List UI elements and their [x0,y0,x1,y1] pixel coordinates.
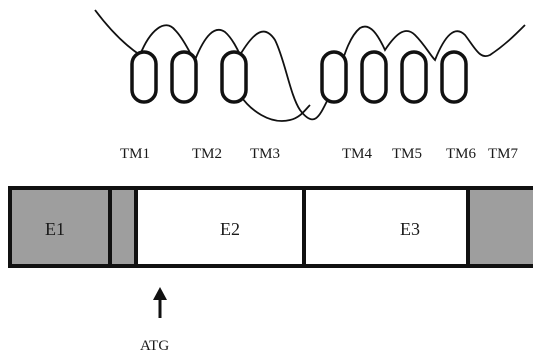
tm5-helix [360,50,388,104]
tm7-helix [440,50,468,104]
tm4-helix [320,50,348,104]
tm3-label: TM3 [250,146,280,162]
spacer-region [108,186,138,268]
exon-e1-label: E1 [45,219,65,239]
tm1-helix [130,50,158,104]
arrow-up-icon [153,287,167,318]
tm2-helix [170,50,198,104]
tm4-label: TM4 [342,146,373,162]
utr-region [466,186,533,268]
tm1-label: TM1 [120,146,150,162]
protein-backbone-line [94,9,526,121]
exon-e3-label: E3 [400,219,420,239]
tm5-label: TM5 [392,146,422,162]
tm2-label: TM2 [192,146,222,162]
tm7-label: TM7 [488,146,519,162]
tm6-helix [400,50,428,104]
start-codon-label: ATG [140,338,169,354]
tm6-label: TM6 [446,146,477,162]
exon-e3-box [302,186,470,268]
tm3-helix [220,50,248,104]
protein-tail-line [239,94,311,122]
exon-e2-label: E2 [220,219,240,239]
